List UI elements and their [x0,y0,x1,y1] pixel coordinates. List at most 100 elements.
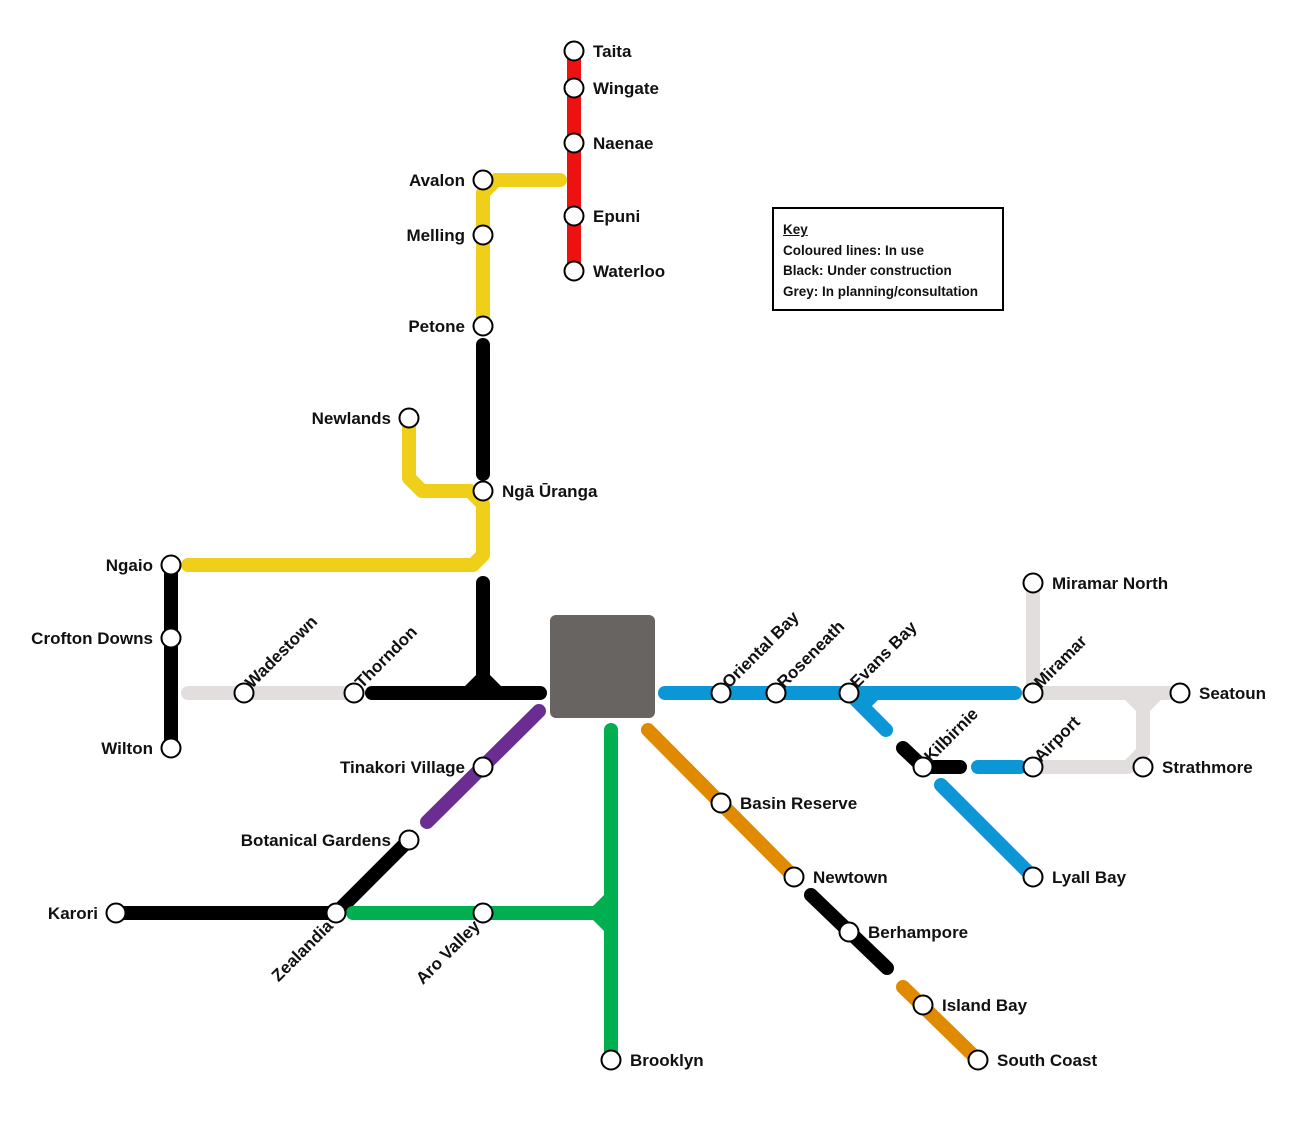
station-label: Island Bay [942,996,1028,1015]
station-lyall-bay[interactable]: Lyall Bay [1022,866,1127,888]
station-marker[interactable] [838,921,860,943]
station-ngaio[interactable]: Ngaio [106,554,182,576]
station-marker[interactable] [563,77,585,99]
station-label: Tinakori Village [340,758,465,777]
station-melling[interactable]: Melling [406,224,494,246]
station-marker[interactable] [160,627,182,649]
station-petone[interactable]: Petone [408,315,494,337]
key-title: Key [783,222,808,237]
station-miramar-north[interactable]: Miramar North [1022,572,1169,594]
station-marker[interactable] [563,260,585,282]
station-marker[interactable] [1022,756,1044,778]
station-label: Evans Bay [846,617,921,692]
station-label: Wadestown [241,612,321,692]
station-label: Aro Valley [412,916,484,988]
station-south-coast[interactable]: South Coast [967,1049,1098,1071]
station-brooklyn[interactable]: Brooklyn [600,1049,704,1071]
station-label: Wilton [101,739,153,758]
station-label: Strathmore [1162,758,1253,777]
station-marker[interactable] [912,756,934,778]
station-label: Ngā Ūranga [502,482,598,501]
station-marker[interactable] [1169,682,1191,704]
station-marker[interactable] [472,902,494,924]
station-marker[interactable] [967,1049,989,1071]
station-label: Basin Reserve [740,794,857,813]
station-label: Petone [408,317,465,336]
station-karori[interactable]: Karori [48,902,127,924]
station-label: Waterloo [593,262,665,281]
key-under-construction: Black: Under construction [783,263,952,278]
station-wilton[interactable]: Wilton [101,737,182,759]
station-marker[interactable] [1022,572,1044,594]
station-berhampore[interactable]: Berhampore [838,921,969,943]
station-island-bay[interactable]: Island Bay [912,994,1028,1016]
station-label: Ngaio [106,556,153,575]
station-basin-reserve[interactable]: Basin Reserve [710,792,858,814]
station-epuni[interactable]: Epuni [563,205,641,227]
station-crofton-downs[interactable]: Crofton Downs [31,627,182,649]
station-marker[interactable] [160,554,182,576]
station-marker[interactable] [765,682,787,704]
station-label: Karori [48,904,98,923]
station-label: Crofton Downs [31,629,153,648]
grey-line-strathmore [1026,686,1150,774]
station-taita[interactable]: Taita [563,40,632,62]
station-marker[interactable] [472,224,494,246]
station-label: Kilbirnie [920,704,982,766]
blue-line-fillet [855,686,882,713]
station-label: Newtown [813,868,888,887]
station-marker[interactable] [563,205,585,227]
station-marker[interactable] [912,994,934,1016]
station-marker[interactable] [398,407,420,429]
station-label: Botanical Gardens [241,831,391,850]
station-botanical-gardens[interactable]: Botanical Gardens [241,829,420,851]
station-marker[interactable] [472,169,494,191]
station-label: Melling [406,226,465,245]
station-marker[interactable] [343,682,365,704]
station-marker[interactable] [398,829,420,851]
yellow-line-north [476,173,567,333]
station-label: Zealandia [268,916,337,985]
station-marker[interactable] [710,682,732,704]
station-marker[interactable] [105,902,127,924]
station-marker[interactable] [783,866,805,888]
station-marker[interactable] [325,902,347,924]
black-line-junction [461,671,505,700]
station-label: Wingate [593,79,659,98]
station-marker[interactable] [1022,682,1044,704]
station-label: Berhampore [868,923,968,942]
station-marker[interactable] [710,792,732,814]
station-label: Lyall Bay [1052,868,1127,887]
station-label: Airport [1030,712,1084,766]
station-tinakori-village[interactable]: Tinakori Village [340,756,494,778]
station-strathmore[interactable]: Strathmore [1132,756,1253,778]
key-in-use: Coloured lines: In use [783,242,925,258]
map-key: Key Coloured lines: In use Black: Under … [772,207,1004,311]
key-planning: Grey: In planning/consultation [783,283,979,299]
station-marker[interactable] [1022,866,1044,888]
station-marker[interactable] [1132,756,1154,778]
station-marker[interactable] [563,132,585,154]
station-marker[interactable] [472,480,494,502]
station-waterloo[interactable]: Waterloo [563,260,666,282]
station-avalon[interactable]: Avalon [409,169,494,191]
station-marker[interactable] [563,40,585,62]
station-nga-uranga[interactable]: Ngā Ūranga [472,480,598,502]
station-newlands[interactable]: Newlands [312,407,420,429]
station-newtown[interactable]: Newtown [783,866,888,888]
station-marker[interactable] [160,737,182,759]
station-marker[interactable] [472,756,494,778]
station-marker[interactable] [838,682,860,704]
station-label: Brooklyn [630,1051,704,1070]
station-seatoun[interactable]: Seatoun [1169,682,1267,704]
station-naenae[interactable]: Naenae [563,132,654,154]
central-hub [550,615,655,718]
station-marker[interactable] [472,315,494,337]
station-label: Taita [593,42,632,61]
station-marker[interactable] [600,1049,622,1071]
station-wingate[interactable]: Wingate [563,77,659,99]
station-label: Epuni [593,207,640,226]
station-marker[interactable] [233,682,255,704]
